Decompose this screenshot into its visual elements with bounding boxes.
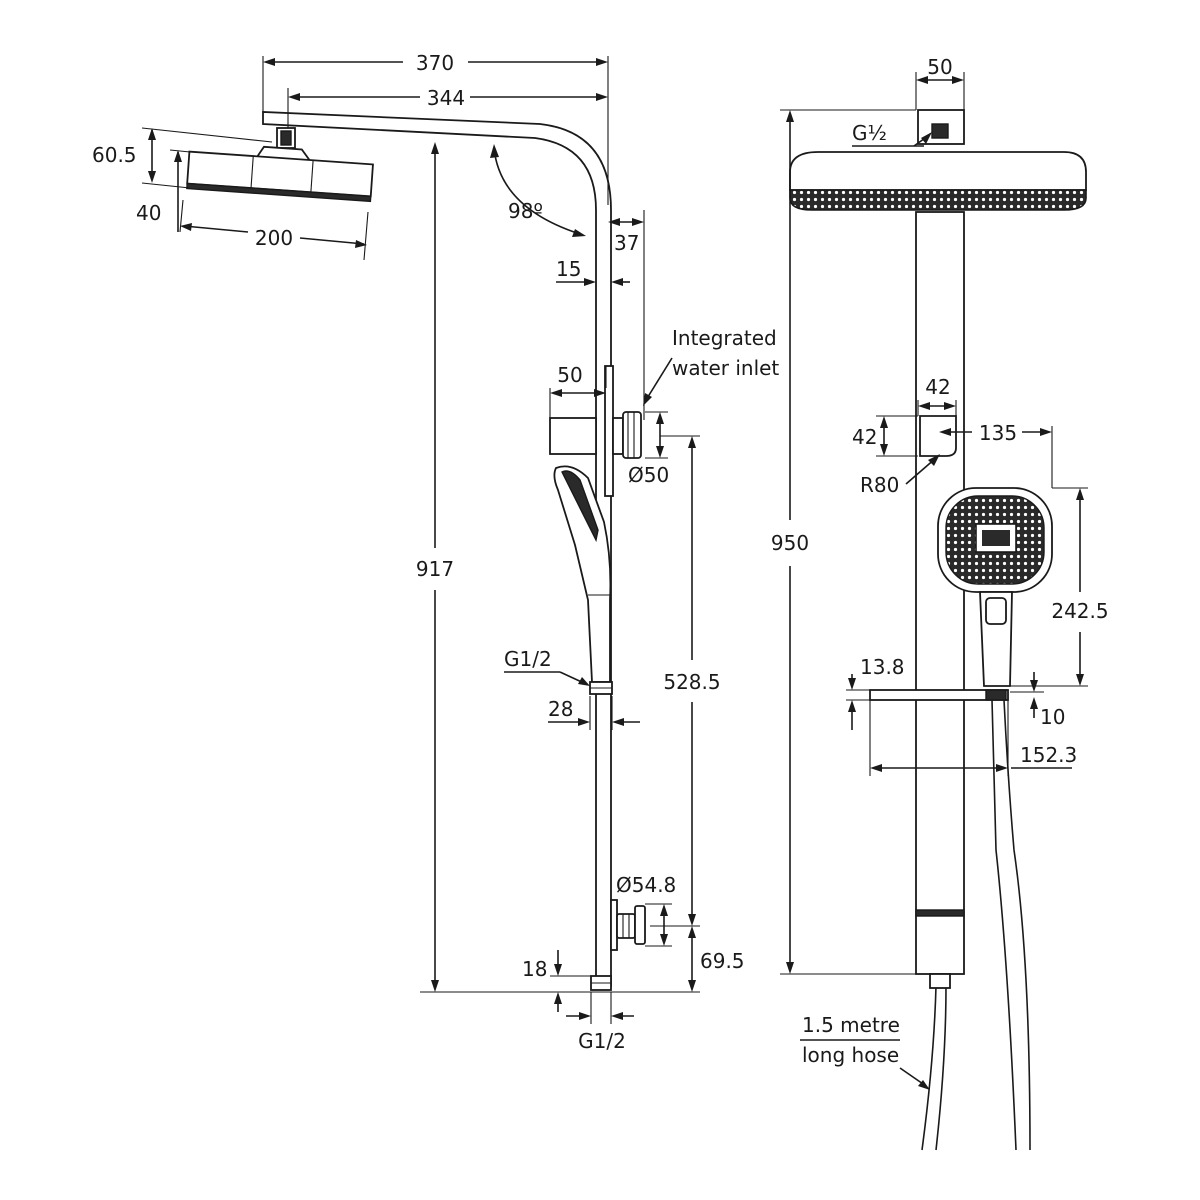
dim-18: 18 bbox=[522, 957, 547, 981]
dim-242-5: 242.5 bbox=[1051, 599, 1108, 623]
dim-10: 10 bbox=[1040, 705, 1065, 729]
dim-344: 344 bbox=[427, 86, 465, 110]
lower-wall-fitting bbox=[616, 913, 636, 939]
dim-98-deg: 98º bbox=[508, 199, 543, 223]
hose bbox=[991, 699, 1017, 1151]
g-half-handset: G1/2 bbox=[504, 647, 552, 671]
dim-50-front: 50 bbox=[927, 55, 952, 79]
radius-80: R80 bbox=[860, 473, 899, 497]
dim-15: 15 bbox=[556, 257, 581, 281]
dimension-lines-side bbox=[141, 56, 700, 1024]
dim-950: 950 bbox=[771, 531, 809, 555]
hose-label-1: 1.5 metre bbox=[802, 1013, 900, 1037]
hand-shower-side bbox=[553, 465, 612, 683]
overhead-head-spray bbox=[789, 189, 1087, 211]
handset-holder-front bbox=[919, 415, 957, 457]
hose-connector bbox=[929, 973, 951, 989]
dim-42-width: 42 bbox=[925, 375, 950, 399]
dim-37: 37 bbox=[614, 231, 639, 255]
dim-13-8: 13.8 bbox=[860, 655, 905, 679]
water-inlet-fitting bbox=[612, 411, 642, 459]
overhead-head-front bbox=[789, 151, 1087, 191]
dim-152-3: 152.3 bbox=[1020, 743, 1077, 767]
dim-42-height: 42 bbox=[852, 425, 877, 449]
dim-370: 370 bbox=[416, 51, 454, 75]
integrated-inlet-label-1: Integrated bbox=[672, 326, 777, 350]
dim-69-5: 69.5 bbox=[700, 949, 745, 973]
dim-917: 917 bbox=[416, 557, 454, 581]
front-view: 50 G½ 950 42 42 135 R80 242.5 13.8 10 15… bbox=[771, 55, 1109, 1151]
dimension-lines-front bbox=[780, 72, 1088, 1090]
dim-dia-54-8: Ø54.8 bbox=[616, 873, 676, 897]
handset-holder bbox=[549, 417, 597, 455]
dim-135: 135 bbox=[979, 421, 1017, 445]
shelf-front bbox=[869, 689, 1009, 701]
dim-dia-50: Ø50 bbox=[628, 463, 669, 487]
g-half-front: G½ bbox=[852, 121, 887, 145]
side-view: 370 344 60.5 40 200 98º 37 15 Integrated… bbox=[92, 51, 779, 1053]
dim-200: 200 bbox=[255, 226, 293, 250]
overhead-shower-head bbox=[186, 145, 374, 203]
dim-60-5: 60.5 bbox=[92, 143, 137, 167]
hose-label-2: long hose bbox=[802, 1043, 899, 1067]
integrated-inlet-label-2: water inlet bbox=[672, 356, 779, 380]
dim-50-side: 50 bbox=[557, 363, 582, 387]
dim-28: 28 bbox=[548, 697, 573, 721]
dim-528-5: 528.5 bbox=[663, 670, 720, 694]
overhead-arm bbox=[262, 111, 612, 987]
arm-connector-inner bbox=[280, 130, 292, 146]
g-half-bottom: G1/2 bbox=[578, 1029, 626, 1053]
sliding-rail-front bbox=[915, 211, 965, 975]
dim-40: 40 bbox=[136, 201, 161, 225]
